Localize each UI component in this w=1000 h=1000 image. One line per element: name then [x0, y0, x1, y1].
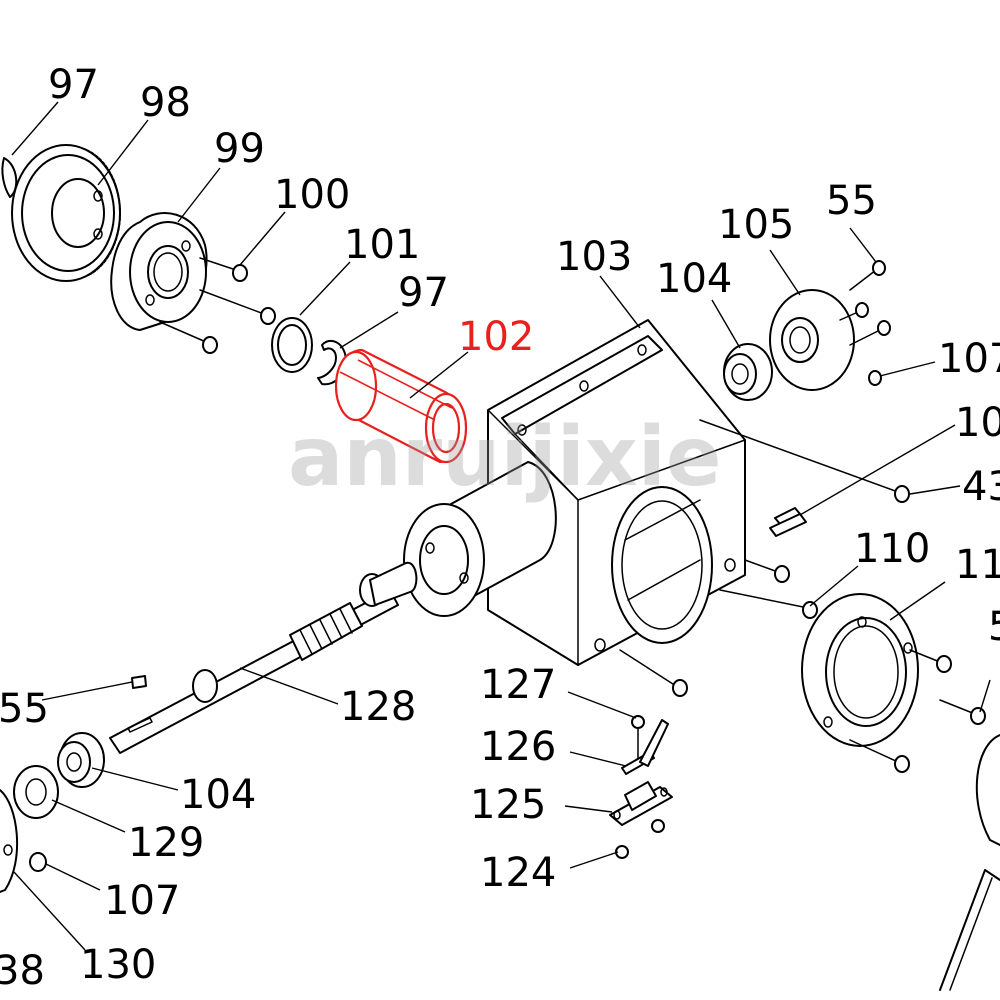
callout-104: 104 [656, 256, 732, 302]
callout-100: 100 [274, 172, 350, 218]
nut-107 [29, 852, 47, 872]
flange-right [801, 593, 919, 747]
callout-125: 125 [470, 782, 546, 828]
bushing-102 [334, 348, 468, 464]
callout-55: 55 [826, 178, 877, 224]
housing-103 [403, 319, 746, 666]
snap-ring-97-top [1, 157, 18, 198]
bearing-104-bottom [57, 732, 105, 788]
callout-5x: 5 [988, 604, 1000, 650]
callout-130: 130 [80, 942, 156, 988]
worm-shaft-128 [109, 561, 418, 754]
callout-labels: 97 98 99 100 101 97 102 103 104 105 55 1… [0, 62, 1000, 994]
callout-129: 129 [128, 820, 204, 866]
callout-43: 43 [962, 464, 1000, 510]
callout-107: 107 [938, 336, 1000, 382]
leader-lines [11, 101, 991, 951]
callout-126: 126 [480, 724, 556, 770]
callout-103: 103 [556, 234, 632, 280]
callout-124: 124 [480, 850, 556, 896]
callout-97: 97 [48, 62, 99, 108]
screw-127 [631, 715, 645, 759]
callout-11x: 11 [955, 542, 1000, 588]
pin [769, 507, 807, 537]
plate-125 [609, 781, 673, 826]
callout-105: 105 [718, 202, 794, 248]
screws-right [619, 649, 986, 773]
lever-126 [621, 719, 669, 775]
screw-100-c [159, 321, 218, 354]
callout-104-bottom: 104 [180, 772, 256, 818]
callout-102: 102 [458, 314, 534, 360]
bearing-104-top [723, 343, 773, 401]
screw-110-a [744, 559, 790, 583]
callout-99: 99 [214, 126, 265, 172]
screw-110-b [719, 589, 818, 619]
key-35 [131, 675, 147, 689]
callout-128: 128 [340, 684, 416, 730]
callout-10x: 10 [955, 400, 1000, 446]
cover-130 [0, 789, 19, 893]
callout-110: 110 [854, 526, 930, 572]
callout-55-left: 55 [0, 686, 49, 732]
right-edge-parts [939, 734, 1000, 991]
flange-105 [769, 289, 855, 391]
flange-99 [110, 212, 208, 331]
screw-100-b [199, 289, 276, 325]
callout-98: 98 [140, 80, 191, 126]
callout-127: 127 [480, 662, 556, 708]
callout-107-bottom: 107 [104, 878, 180, 924]
bearing-129 [13, 765, 59, 819]
watermark: anruijixie [288, 410, 721, 505]
gear-98 [11, 144, 121, 282]
callout-101: 101 [344, 222, 420, 268]
callout-97-second: 97 [398, 270, 449, 316]
screw-124 [615, 819, 665, 859]
screw-43 [699, 419, 910, 503]
washer-101 [271, 317, 313, 373]
screws-55-group [839, 260, 891, 386]
callout-38: 38 [0, 948, 45, 994]
